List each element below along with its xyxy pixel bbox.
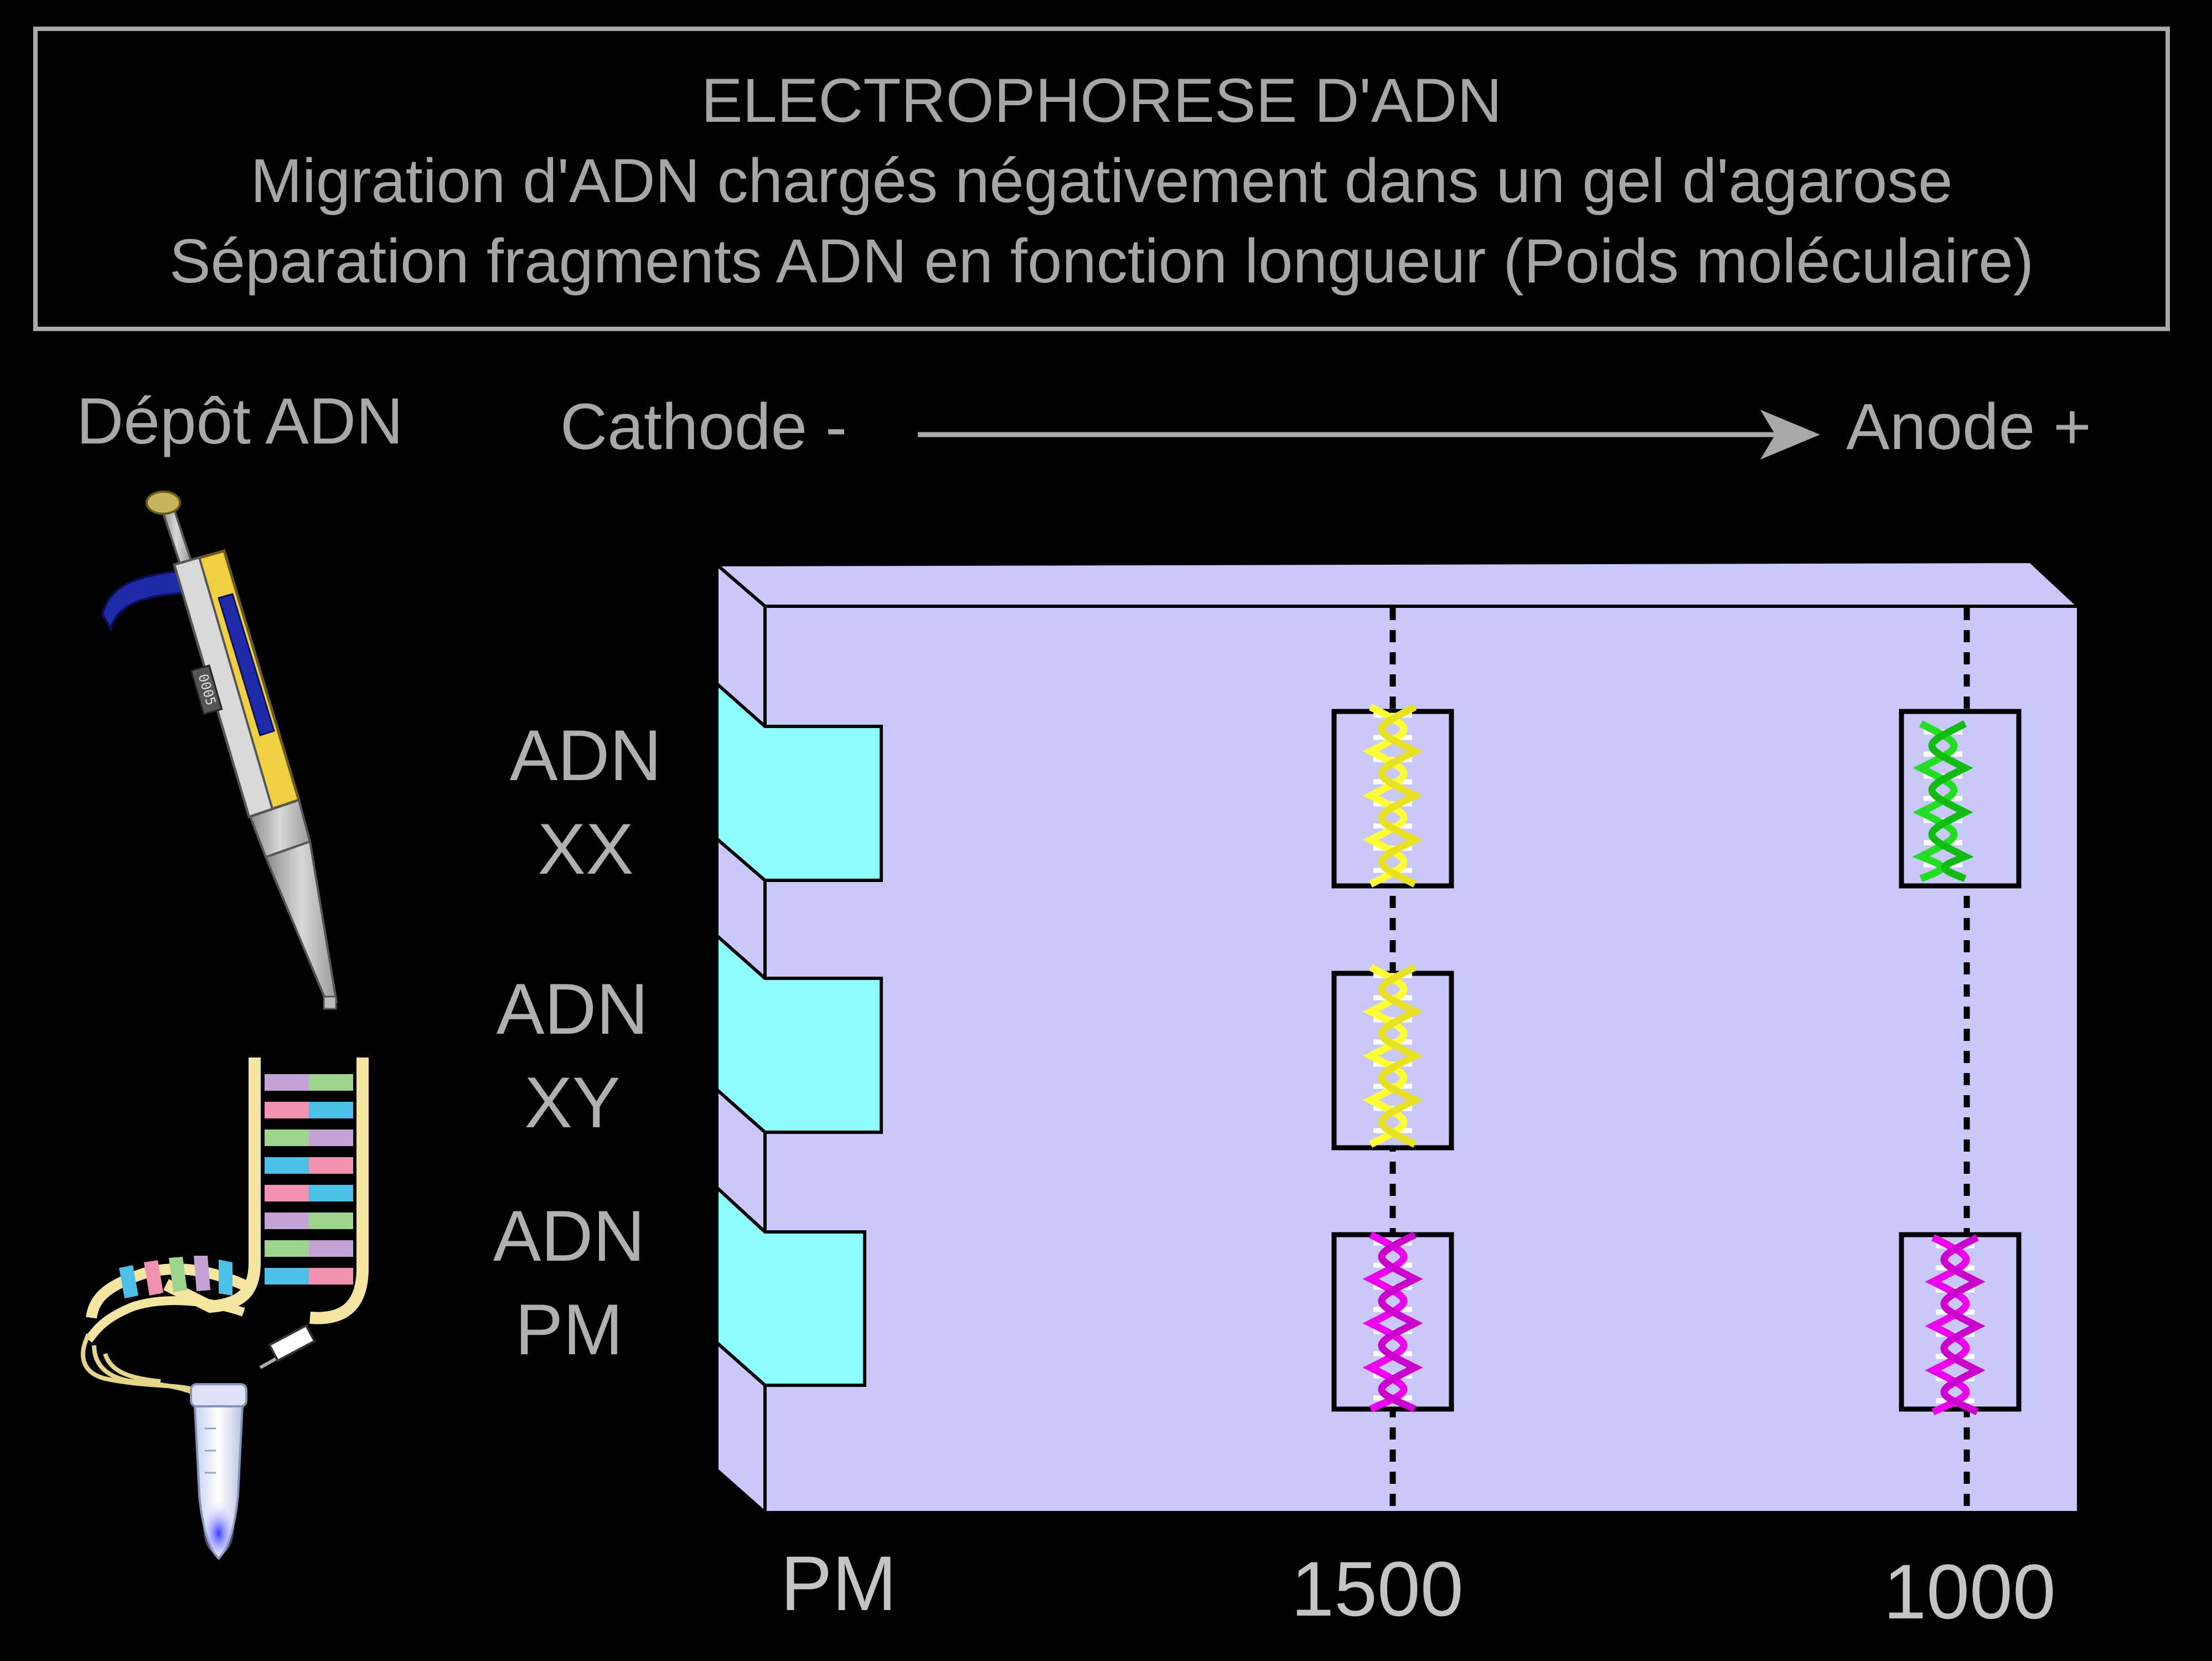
position-label-1500: 1500 <box>1291 1545 1464 1632</box>
band-pm-1000 <box>1899 1232 2022 1412</box>
microtube-icon <box>190 1383 247 1560</box>
cathode-label: Cathode - <box>560 390 847 463</box>
position-label-pm: PM <box>781 1540 897 1627</box>
well-xx <box>715 680 883 882</box>
well-xy <box>715 932 883 1134</box>
pipette-icon: 0005 <box>101 491 338 1010</box>
title-subtitle-separation: Séparation fragments ADN en fonction lon… <box>169 226 2034 296</box>
title-box: ELECTROPHORESE D'ADN Migration d'ADN cha… <box>33 27 2170 331</box>
well-pm <box>715 1184 866 1387</box>
lane-label-xy: ADN XY <box>496 968 649 1143</box>
deposit-label: Dépôt ADN <box>76 385 404 458</box>
lane-label-pm: ADN PM <box>493 1195 645 1370</box>
lane-label-xx: ADN XX <box>509 715 662 889</box>
band-xx-1000 <box>1899 709 2022 889</box>
position-label-1000: 1000 <box>1883 1548 2056 1635</box>
band-pm-1500 <box>1331 1235 1454 1409</box>
title-main: ELECTROPHORESE D'ADN <box>701 66 1502 135</box>
anode-label: Anode + <box>1846 390 2091 463</box>
band-xx-1500 <box>1331 707 1454 889</box>
dna-ribbon-icon <box>81 1058 369 1397</box>
title-subtitle-migration: Migration d'ADN chargés négativement dan… <box>250 146 1953 215</box>
band-xy-1500 <box>1331 967 1454 1151</box>
